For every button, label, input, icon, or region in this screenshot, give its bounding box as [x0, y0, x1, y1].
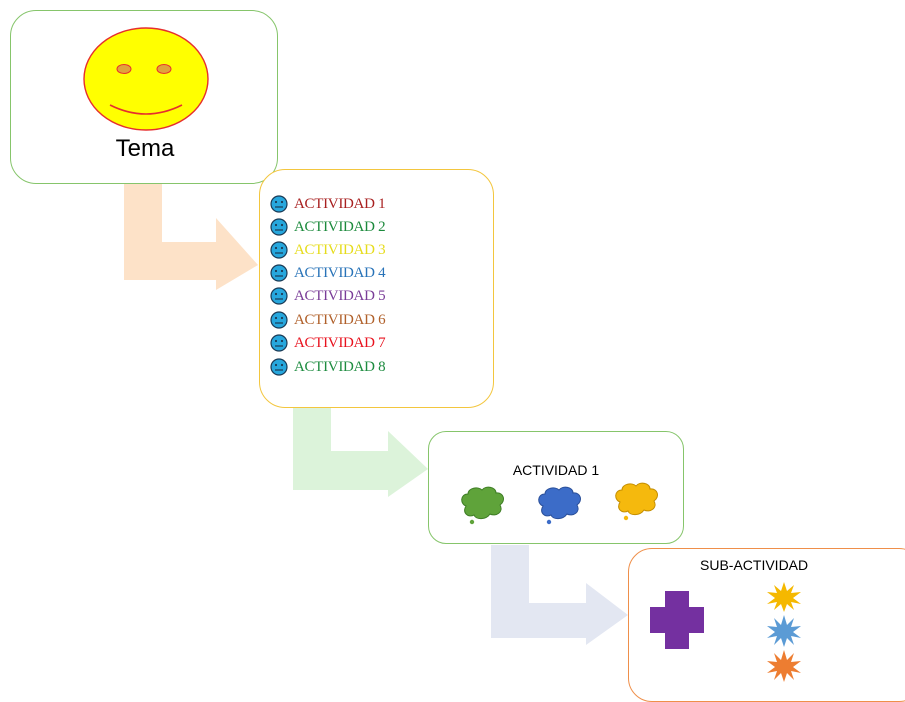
thought-bubble-icon	[461, 486, 504, 525]
actividad-label: ACTIVIDAD 8	[294, 358, 386, 375]
thought-bubble-icon	[615, 482, 658, 521]
actividad-label: ACTIVIDAD 7	[294, 334, 386, 351]
sub-actividad-title: SUB-ACTIVIDAD	[700, 557, 809, 573]
face-icon	[270, 334, 288, 352]
sun-star-icon	[767, 582, 801, 612]
actividad-label: ACTIVIDAD 6	[294, 311, 386, 328]
actividad-label: ACTIVIDAD 4	[294, 264, 386, 281]
face-icon	[270, 287, 288, 305]
arrow-tema-to-actividades	[124, 184, 258, 290]
tema-label: Tema	[115, 135, 175, 162]
tema-box: Tema	[10, 10, 278, 184]
smiley-face-icon	[83, 27, 209, 131]
orange-star-icon	[767, 650, 801, 682]
arrow-actividades-to-actividad1	[293, 408, 428, 497]
actividad-item: ACTIVIDAD 2	[270, 216, 386, 238]
face-icon	[270, 311, 288, 329]
actividad-item: ACTIVIDAD 5	[270, 285, 386, 307]
actividad-label: ACTIVIDAD 5	[294, 287, 386, 304]
face-icon	[270, 264, 288, 282]
arrow-actividad1-to-subactividad	[491, 545, 628, 645]
face-icon	[270, 241, 288, 259]
actividad-item: ACTIVIDAD 4	[270, 262, 386, 284]
face-icon	[270, 195, 288, 213]
actividad-label: ACTIVIDAD 3	[294, 241, 386, 258]
actividad-detail-title: ACTIVIDAD 1	[512, 462, 600, 478]
thought-bubble-icon	[538, 486, 581, 525]
actividad-item: ACTIVIDAD 6	[270, 309, 386, 331]
face-icon	[270, 358, 288, 376]
thought-bubbles	[461, 482, 658, 525]
actividad-item: ACTIVIDAD 1	[270, 193, 386, 215]
actividad-item: ACTIVIDAD 7	[270, 332, 386, 354]
actividad-label: ACTIVIDAD 1	[294, 195, 386, 212]
cross-icon	[650, 591, 704, 649]
blue-star-icon	[767, 615, 801, 647]
actividad-label: ACTIVIDAD 2	[294, 218, 386, 235]
actividad-item: ACTIVIDAD 8	[270, 356, 386, 378]
actividades-box	[259, 169, 494, 408]
face-icon	[270, 218, 288, 236]
actividad-item: ACTIVIDAD 3	[270, 239, 386, 261]
